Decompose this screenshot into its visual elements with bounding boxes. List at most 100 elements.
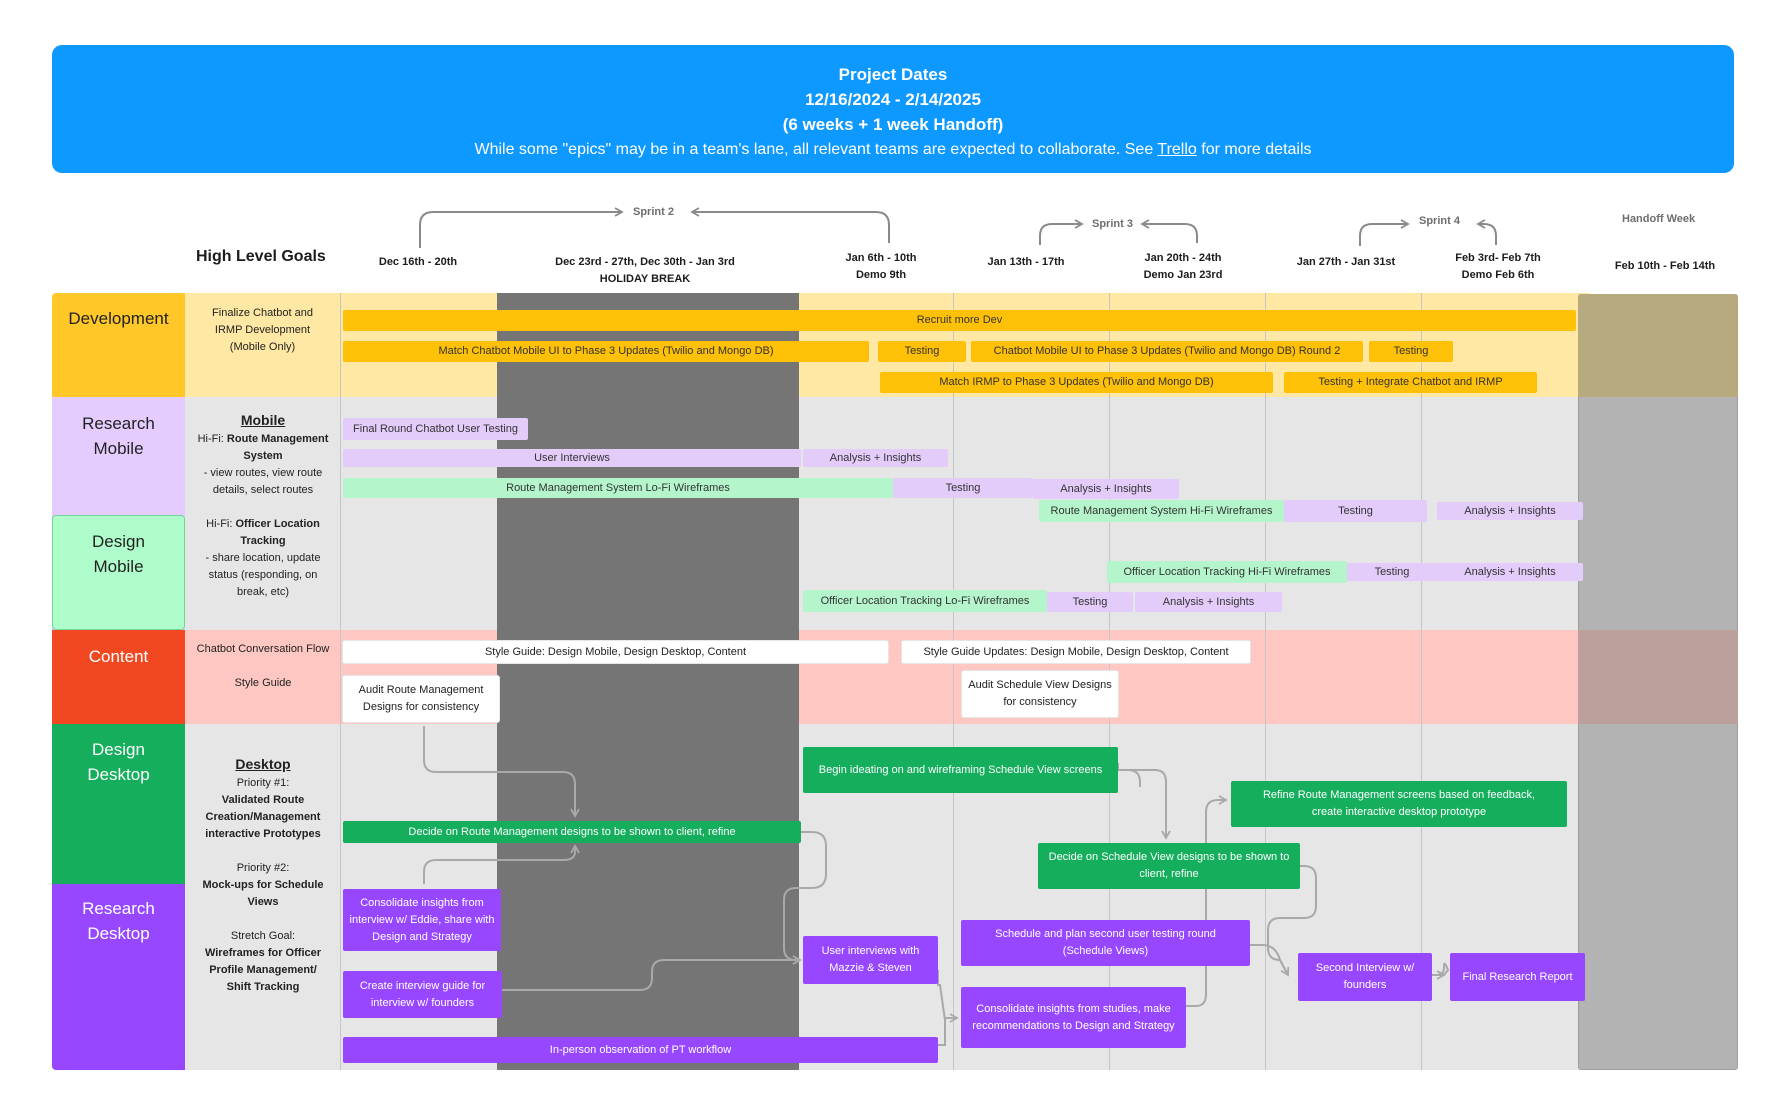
banner-note-suffix: for more details bbox=[1196, 141, 1312, 158]
goal-heading: Desktop bbox=[235, 756, 291, 772]
column-divider bbox=[953, 293, 954, 1070]
bar-recruit-more-dev[interactable]: Recruit more Dev bbox=[343, 310, 1576, 331]
ideate-to-schedule-decide-arrow bbox=[1117, 763, 1171, 840]
bar-analysis-insights-1[interactable]: Analysis + Insights bbox=[803, 449, 948, 467]
bar-create-interview-guide[interactable]: Create interview guide for interview w/ … bbox=[343, 971, 502, 1018]
second-to-final-arrow-seg bbox=[1430, 962, 1450, 976]
bar-analysis-insights-2[interactable]: Analysis + Insights bbox=[1033, 479, 1179, 499]
bar-match-chatbot-ui[interactable]: Match Chatbot Mobile UI to Phase 3 Updat… bbox=[343, 341, 869, 362]
sprint-2-label: Sprint 2 bbox=[629, 206, 678, 218]
trello-link[interactable]: Trello bbox=[1157, 141, 1197, 158]
bar-analysis-insights-5[interactable]: Analysis + Insights bbox=[1135, 592, 1282, 612]
bar-begin-ideating-schedule-view[interactable]: Begin ideating on and wireframing Schedu… bbox=[803, 747, 1118, 793]
bar-decide-route-management[interactable]: Decide on Route Management designs to be… bbox=[343, 821, 801, 843]
bar-final-round-chatbot-testing[interactable]: Final Round Chatbot User Testing bbox=[343, 418, 528, 440]
bar-audit-route-management[interactable]: Audit Route Management Designs for consi… bbox=[343, 676, 499, 722]
goal-detail: - view routes, view route details, selec… bbox=[203, 467, 323, 496]
bar-schedule-second-testing[interactable]: Schedule and plan second user testing ro… bbox=[961, 920, 1250, 966]
goal-line: Chatbot Conversation Flow bbox=[196, 643, 330, 655]
bar-consolidate-study-insights[interactable]: Consolidate insights from studies, make … bbox=[961, 987, 1186, 1048]
goal-detail: - share location, update status (respond… bbox=[205, 552, 321, 598]
bar-testing-integrate[interactable]: Testing + Integrate Chatbot and IRMP bbox=[1284, 372, 1537, 393]
goal-stretch-label: Stretch Goal: bbox=[230, 930, 296, 942]
bar-analysis-insights-3[interactable]: Analysis + Insights bbox=[1437, 502, 1583, 520]
holiday-break-column bbox=[497, 293, 799, 1070]
bar-route-lofi-wireframes[interactable]: Route Management System Lo-Fi Wireframes bbox=[343, 478, 893, 498]
bar-dev-testing-2[interactable]: Testing bbox=[1369, 341, 1453, 362]
goal-prefix: Hi-Fi: bbox=[206, 518, 236, 530]
banner-note: While some "epics" may be in a team's la… bbox=[52, 137, 1734, 162]
consolidate-to-decide-arrow bbox=[423, 844, 580, 884]
bar-style-guide[interactable]: Style Guide: Design Mobile, Design Deskt… bbox=[343, 641, 888, 663]
high-level-goals-heading: High Level Goals bbox=[196, 248, 326, 265]
bar-audit-schedule-view[interactable]: Audit Schedule View Designs for consiste… bbox=[962, 671, 1118, 717]
bar-user-interviews-mazzie-steven[interactable]: User interviews with Mazzie & Steven bbox=[803, 936, 938, 984]
lane-label-content: Content bbox=[88, 646, 149, 666]
goal-development: Finalize Chatbot and IRMP Development (M… bbox=[190, 305, 335, 356]
sprint-2-arrow-left bbox=[419, 207, 624, 248]
goal-bold: Wireframes for Officer Profile Managemen… bbox=[204, 947, 322, 993]
goal-content: Chatbot Conversation Flow Style Guide bbox=[196, 641, 330, 692]
bar-final-research-report[interactable]: Final Research Report bbox=[1450, 953, 1585, 1001]
bar-in-person-observation[interactable]: In-person observation of PT workflow bbox=[343, 1037, 938, 1063]
lane-research-desktop-header bbox=[52, 884, 185, 1070]
bar-second-interview-founders[interactable]: Second Interview w/ founders bbox=[1298, 953, 1432, 1001]
bar-chatbot-ui-round-2[interactable]: Chatbot Mobile UI to Phase 3 Updates (Tw… bbox=[971, 341, 1363, 362]
column-date: Dec 16th - 20th bbox=[378, 256, 458, 268]
interviews-to-consolidate-arrow bbox=[937, 970, 946, 1021]
lane-label-design-desktop: Design Desktop bbox=[87, 740, 150, 784]
bar-refine-route-management[interactable]: Refine Route Management screens based on… bbox=[1231, 781, 1567, 827]
bar-mobile-testing-4[interactable]: Testing bbox=[1047, 592, 1133, 612]
bar-route-hifi-wireframes[interactable]: Route Management System Hi-Fi Wireframes bbox=[1039, 500, 1284, 522]
observation-to-consolidate-arrow bbox=[932, 1013, 959, 1046]
guide-to-interviews-arrow bbox=[502, 955, 802, 991]
column-subtitle: Demo Jan 23rd bbox=[1143, 269, 1223, 281]
goal-prefix: Hi-Fi: bbox=[197, 433, 227, 445]
bar-officer-hifi-wireframes[interactable]: Officer Location Tracking Hi-Fi Wirefram… bbox=[1107, 561, 1347, 583]
lane-development-header bbox=[52, 293, 185, 397]
column-header-jan27: Jan 27th - Jan 31st bbox=[1286, 254, 1406, 271]
goal-bold: Validated Route Creation/Management inte… bbox=[205, 794, 321, 840]
bar-match-irmp[interactable]: Match IRMP to Phase 3 Updates (Twilio an… bbox=[880, 372, 1273, 393]
bar-mobile-testing-3[interactable]: Testing bbox=[1347, 563, 1437, 581]
column-divider bbox=[340, 293, 341, 1070]
column-header-jan13: Jan 13th - 17th bbox=[972, 254, 1080, 271]
goal-line: (Mobile Only) bbox=[229, 341, 296, 353]
bar-analysis-insights-4[interactable]: Analysis + Insights bbox=[1437, 563, 1583, 581]
bar-style-guide-updates[interactable]: Style Guide Updates: Design Mobile, Desi… bbox=[902, 641, 1250, 663]
goal-line: Style Guide bbox=[234, 677, 292, 689]
audit-to-decide-arrow bbox=[423, 726, 580, 818]
column-header-dec16: Dec 16th - 20th bbox=[366, 254, 470, 271]
bar-user-interviews[interactable]: User Interviews bbox=[343, 449, 801, 467]
bar-decide-schedule-view[interactable]: Decide on Schedule View designs to be sh… bbox=[1038, 843, 1300, 889]
bar-consolidate-eddie-insights[interactable]: Consolidate insights from interview w/ E… bbox=[343, 889, 501, 951]
lane-content-header bbox=[52, 630, 185, 724]
lane-label-design-mobile: Design Mobile bbox=[92, 532, 145, 576]
sprint-3-arrow-right bbox=[1140, 219, 1198, 243]
bar-dev-testing-1[interactable]: Testing bbox=[878, 341, 966, 362]
column-date: Feb 10th - Feb 14th bbox=[1614, 260, 1716, 272]
column-date: Jan 6th - 10th bbox=[845, 252, 917, 264]
schedule-decide-to-second-interview-arrow bbox=[1267, 865, 1317, 977]
column-date: Jan 13th - 17th bbox=[987, 256, 1065, 268]
lane-design-mobile-header bbox=[52, 515, 185, 630]
banner-note-text: While some "epics" may be in a team's la… bbox=[474, 141, 1158, 158]
goal-line: IRMP Development bbox=[214, 324, 311, 336]
column-date: Feb 3rd- Feb 7th bbox=[1455, 252, 1541, 264]
handoff-week-label: Handoff Week bbox=[1618, 213, 1700, 225]
column-header-feb10: Feb 10th - Feb 14th bbox=[1602, 258, 1728, 275]
bar-mobile-testing-1[interactable]: Testing bbox=[893, 478, 1033, 498]
sprint-4-arrow-left bbox=[1359, 219, 1410, 246]
bar-officer-lofi-wireframes[interactable]: Officer Location Tracking Lo-Fi Wirefram… bbox=[803, 590, 1047, 612]
banner-duration: (6 weeks + 1 week Handoff) bbox=[782, 115, 1004, 134]
bar-mobile-testing-2[interactable]: Testing bbox=[1284, 500, 1427, 522]
goal-desktop: Desktop Priority #1: Validated Route Cre… bbox=[196, 756, 330, 996]
column-divider bbox=[1421, 293, 1422, 1070]
decide-to-interviews-arrow bbox=[783, 831, 827, 965]
sprint-2-arrow-right bbox=[690, 207, 890, 243]
column-date: Dec 23rd - 27th, Dec 30th - Jan 3rd bbox=[555, 256, 735, 268]
